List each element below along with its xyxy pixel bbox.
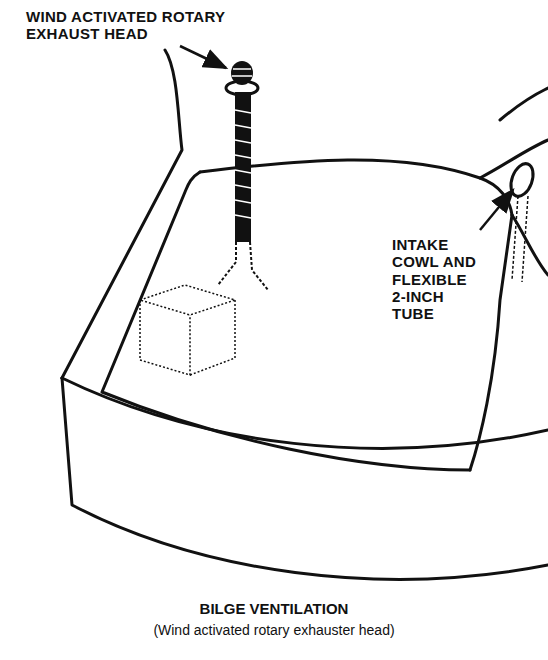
part-label: INTAKE COWL AND FLEXIBLE 2-INCH TUBE bbox=[392, 236, 484, 322]
figure-caption: (Wind activated rotary exhauster head) bbox=[0, 622, 548, 638]
figure-title: BILGE VENTILATION bbox=[0, 600, 548, 617]
part-label: WIND ACTIVATED ROTARY EXHAUST HEAD bbox=[26, 8, 256, 43]
